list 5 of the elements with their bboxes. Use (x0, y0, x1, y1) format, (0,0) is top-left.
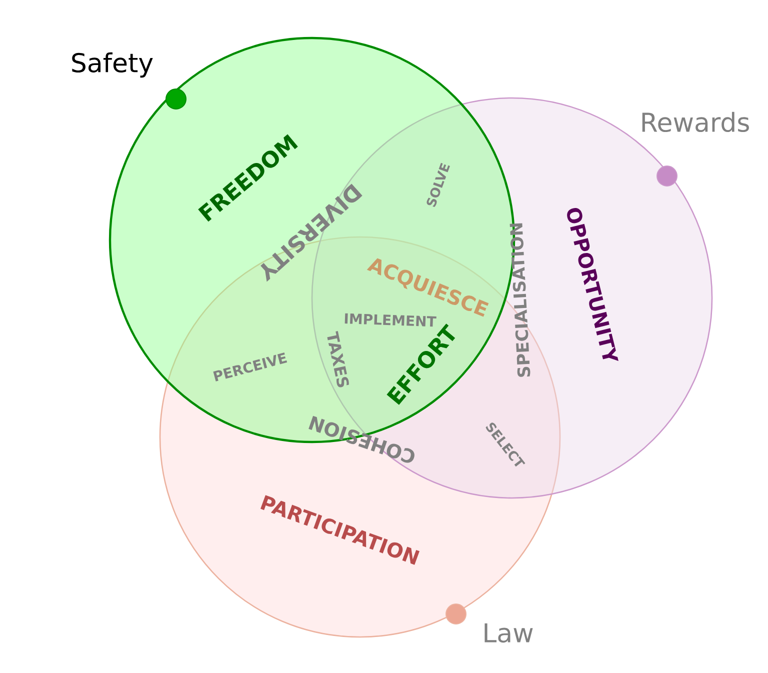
word-label: TAXES (327, 331, 349, 388)
circle-label: Rewards (642, 112, 749, 132)
word-label: SPECIALISATION (510, 223, 530, 377)
circle-label: Law (484, 623, 533, 643)
circle-label: Safety (72, 52, 153, 78)
